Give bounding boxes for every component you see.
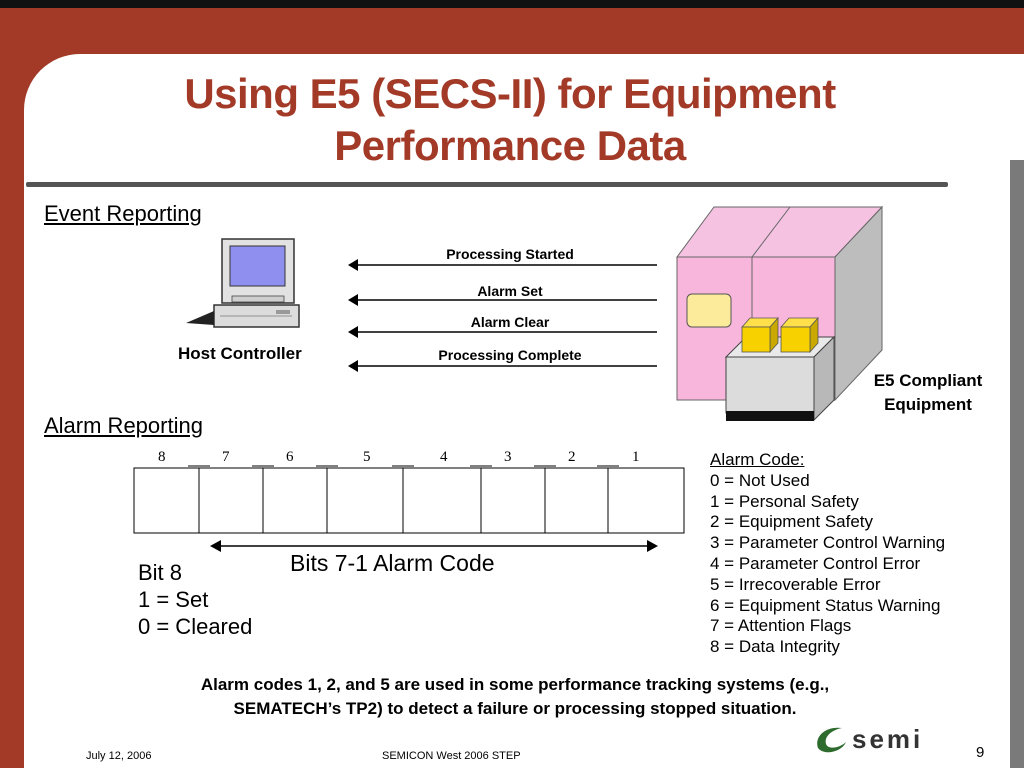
bit-number: 8 (158, 449, 166, 465)
left-band (0, 8, 24, 768)
right-edge-bar (1010, 160, 1024, 768)
alarm-code-item: 0 = Not Used (710, 470, 810, 490)
alarm-code-list: Alarm Code: 0 = Not Used 1 = Personal Sa… (710, 450, 945, 658)
alarm-code-item: 7 = Attention Flags (710, 616, 852, 636)
bit-number: 3 (504, 449, 512, 465)
bit8-description: Bit 8 1 = Set 0 = Cleared (138, 559, 252, 640)
equipment-label: E5 Compliant Equipment (860, 369, 996, 417)
bit-number: 7 (222, 449, 230, 465)
bit-number: 4 (440, 449, 448, 465)
title-line-1: Using E5 (SECS-II) for Equipment (184, 70, 836, 117)
page-number: 9 (976, 744, 985, 761)
computer-icon (186, 238, 300, 328)
alarm-code-heading: Alarm Code: (710, 450, 805, 469)
note-line-1: Alarm codes 1, 2, and 5 are used in some… (200, 675, 830, 694)
alarm-reporting-heading: Alarm Reporting (44, 413, 203, 438)
footer-date: July 12, 2006 (86, 750, 152, 762)
bit8-line: Bit 8 (138, 560, 183, 585)
alarm-code-item: 3 = Parameter Control Warning (710, 533, 946, 553)
bit8-line: 1 = Set (138, 587, 209, 612)
alarm-bit-register (133, 465, 685, 534)
message-alarm-set: Alarm Set (477, 283, 543, 299)
bit8-line: 0 = Cleared (138, 614, 253, 639)
equipment-label-line-2: Equipment (884, 395, 972, 414)
title-line-2: Performance Data (334, 122, 686, 169)
message-processing-started: Processing Started (446, 246, 574, 262)
bit-number: 6 (286, 449, 294, 465)
equipment-icon (676, 205, 884, 422)
alarm-code-item: 4 = Parameter Control Error (710, 553, 921, 573)
message-arrows (348, 259, 657, 372)
note-line-2: SEMATECH’s TP2) to detect a failure or p… (233, 699, 797, 718)
semi-logo-text: semi (852, 724, 923, 754)
header-band (24, 8, 1024, 54)
event-reporting-heading: Event Reporting (44, 201, 202, 226)
bit-number: 1 (632, 449, 640, 465)
message-processing-complete: Processing Complete (438, 347, 582, 363)
bit-number: 5 (363, 449, 371, 465)
footer-event: SEMICON West 2006 STEP (382, 750, 521, 762)
title-divider (26, 182, 948, 187)
host-controller-label: Host Controller (178, 344, 302, 363)
slide-canvas (24, 54, 1024, 768)
slide-title: Using E5 (SECS-II) for Equipment Perform… (60, 68, 960, 172)
top-black-bar (0, 0, 1024, 8)
bit-number: 2 (568, 449, 576, 465)
alarm-code-item: 5 = Irrecoverable Error (710, 574, 881, 594)
bits-range-arrow (210, 540, 658, 552)
semi-logo: semi (817, 724, 923, 754)
alarm-code-item: 8 = Data Integrity (710, 637, 840, 657)
alarm-code-item: 2 = Equipment Safety (710, 512, 874, 532)
message-alarm-clear: Alarm Clear (470, 314, 550, 330)
bits-range-label: Bits 7-1 Alarm Code (290, 550, 495, 576)
performance-note: Alarm codes 1, 2, and 5 are used in some… (120, 673, 910, 721)
alarm-code-item: 6 = Equipment Status Warning (710, 595, 941, 615)
equipment-label-line-1: E5 Compliant (873, 371, 983, 390)
alarm-code-item: 1 = Personal Safety (710, 491, 859, 511)
